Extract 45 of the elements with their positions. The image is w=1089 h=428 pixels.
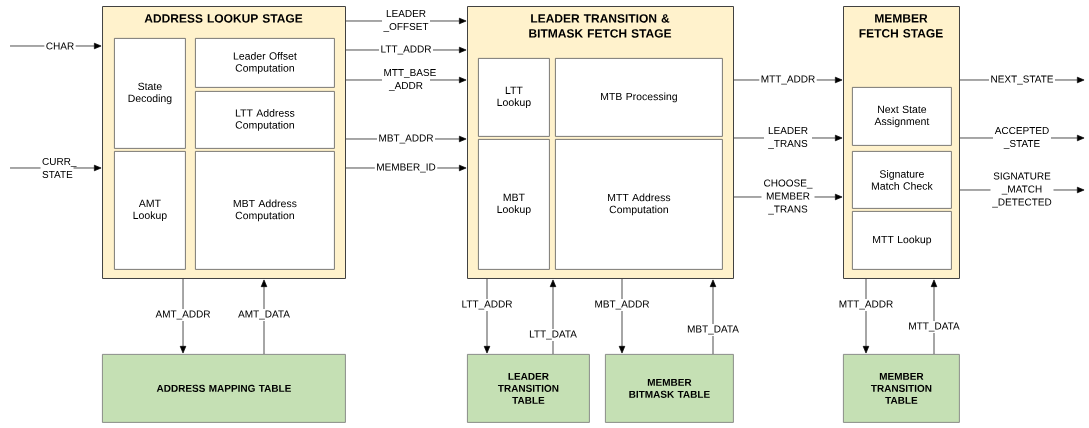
arrow [260,279,268,355]
arrow [930,279,938,355]
process-box: MTT Address Computation [555,139,723,270]
process-box: Next State Assignment [852,87,952,146]
edge-label: CHAR [44,40,76,52]
process-box: AMT Lookup [114,151,186,270]
arrow [618,278,626,354]
table-box: LEADER TRANSITION TABLE [467,354,590,423]
process-box: LTT Address Computation [195,91,335,149]
edge-label: ACCEPTED _STATE [993,125,1051,151]
edge-label: MEMBER_ID [374,162,438,174]
edge-label: MTT_ADDR [759,74,817,86]
arrow [549,279,557,355]
arrow [179,278,187,354]
edge-label: LEADER _OFFSET [382,8,430,34]
process-box: State Decoding [114,38,186,149]
process-box: MBT Address Computation [195,151,335,270]
edge-label: NEXT_STATE [989,74,1055,86]
edge-label: LEADER _TRANS [764,125,812,151]
process-box: MTB Processing [555,58,723,137]
arrow [483,278,491,354]
edge-label: MBT_ADDR [593,299,651,311]
table-box: MEMBER TRANSITION TABLE [843,354,960,423]
process-box: LTT Lookup [478,58,550,137]
table-box: ADDRESS MAPPING TABLE [102,354,346,423]
edge-label: AMT_ADDR [154,309,212,321]
edge-label: LTT_DATA [527,329,579,341]
edge-label: MBT_ADDR [377,133,435,145]
process-box: Signature Match Check [852,151,952,209]
edge-label: AMT_DATA [236,309,292,321]
table-box: MEMBER BITMASK TABLE [605,354,734,423]
edge-label: MTT_BASE _ADDR [382,67,436,93]
process-box: Leader Offset Computation [195,38,335,88]
edge-label: MTT_ADDR [837,299,895,311]
edge-label: LTT_ADDR [460,299,514,311]
edge-label: CURR_ STATE [40,156,77,180]
edge-label: LTT_ADDR [379,44,433,56]
process-box: MTT Lookup [852,211,952,270]
edge-label: MTT_DATA [906,321,962,333]
edge-label: MBT_DATA [685,324,741,336]
edge-label: CHOOSE_ MEMBER _TRANS [761,178,815,216]
process-box: MBT Lookup [478,139,550,270]
arrow [709,279,717,355]
edge-label: SIGNATURE _MATCH _DETECTED [990,171,1054,209]
arrow [862,278,870,354]
